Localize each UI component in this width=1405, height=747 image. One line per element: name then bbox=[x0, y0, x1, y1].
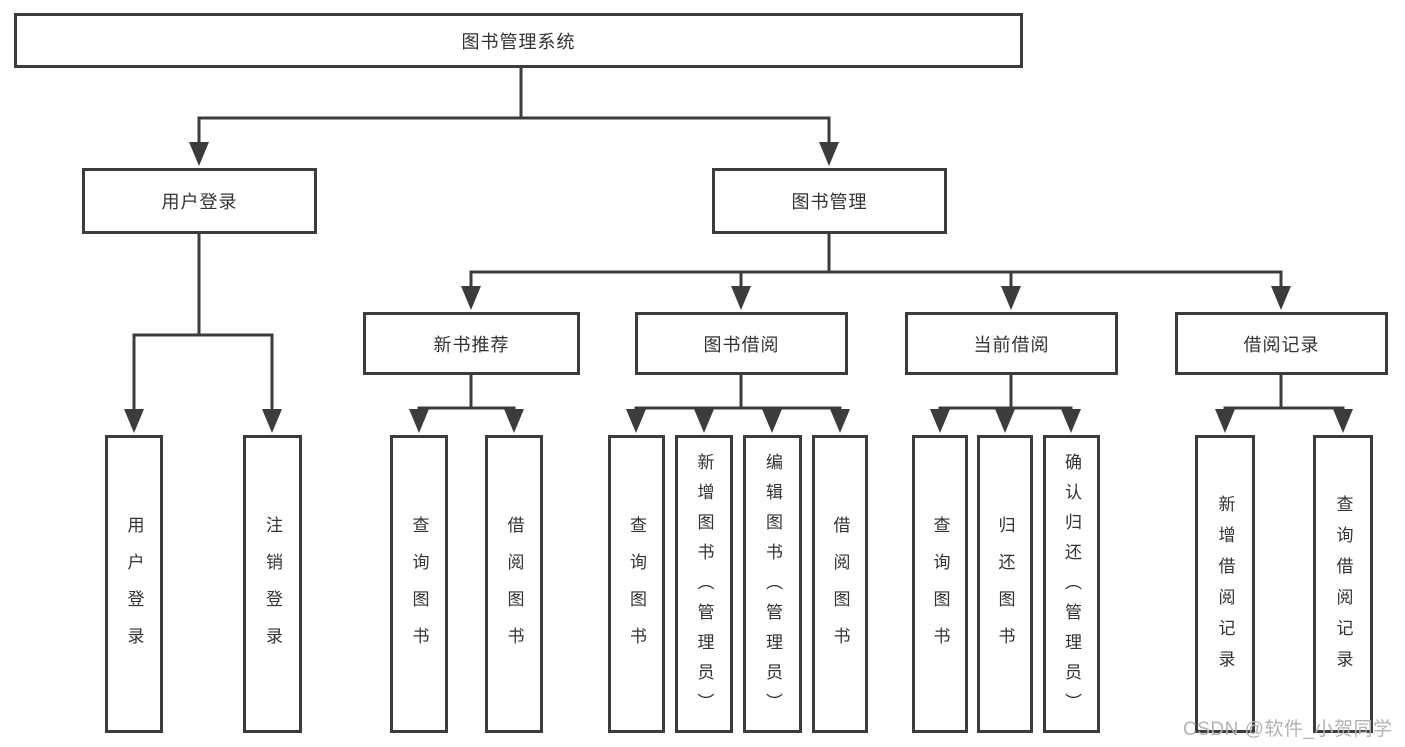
node-label: 借阅图书 bbox=[830, 516, 850, 664]
node-label: 新增图书（管理员） bbox=[694, 452, 714, 723]
leaf-borrow-books-recommend: 借阅图书 bbox=[485, 435, 543, 733]
node-user-login: 用户登录 bbox=[82, 168, 317, 234]
node-label: 图书管理 bbox=[791, 192, 868, 212]
node-label: 确认归还（管理员） bbox=[1062, 452, 1081, 723]
leaf-query-books-current: 查询图书 bbox=[912, 435, 968, 733]
node-borrow-records: 借阅记录 bbox=[1175, 312, 1388, 375]
node-label: 用户登录 bbox=[161, 192, 238, 212]
leaf-query-books-recommend: 查询图书 bbox=[390, 435, 448, 733]
node-label: 查询图书 bbox=[409, 516, 429, 664]
leaf-edit-books-admin: 编辑图书（管理员） bbox=[743, 435, 802, 733]
leaf-confirm-return-admin: 确认归还（管理员） bbox=[1043, 435, 1100, 733]
leaf-add-borrow-record: 新增借阅记录 bbox=[1195, 435, 1255, 733]
node-label: 查询图书 bbox=[930, 516, 950, 664]
node-label: 新增借阅记录 bbox=[1215, 495, 1235, 681]
node-label: 借阅记录 bbox=[1243, 334, 1320, 355]
node-label: 用户登录 bbox=[124, 516, 144, 664]
leaf-user-login: 用户登录 bbox=[105, 435, 163, 733]
node-label: 编辑图书（管理员） bbox=[763, 452, 782, 723]
node-new-book-recommend: 新书推荐 bbox=[363, 312, 580, 375]
node-label: 借阅图书 bbox=[504, 516, 524, 664]
node-label: 查询借阅记录 bbox=[1333, 495, 1353, 681]
watermark: CSDN @软件_小贺同学 bbox=[1183, 719, 1393, 740]
leaf-query-books-borrow: 查询图书 bbox=[608, 435, 665, 733]
node-label: 归还图书 bbox=[995, 516, 1015, 664]
node-root-system: 图书管理系统 bbox=[14, 13, 1023, 68]
node-label: 图书借阅 bbox=[703, 334, 780, 355]
node-label: 图书管理系统 bbox=[461, 31, 576, 52]
leaf-return-books: 归还图书 bbox=[977, 435, 1033, 733]
node-label: 新书推荐 bbox=[433, 334, 510, 355]
node-label: 查询图书 bbox=[627, 516, 646, 664]
node-book-borrow: 图书借阅 bbox=[635, 312, 848, 375]
node-book-management: 图书管理 bbox=[712, 168, 947, 234]
leaf-query-borrow-record: 查询借阅记录 bbox=[1313, 435, 1373, 733]
node-current-borrow: 当前借阅 bbox=[905, 312, 1118, 375]
leaf-logout: 注销登录 bbox=[243, 435, 302, 733]
node-label: 注销登录 bbox=[263, 516, 282, 664]
leaf-add-books-admin: 新增图书（管理员） bbox=[675, 435, 733, 733]
node-label: 当前借阅 bbox=[973, 334, 1050, 355]
leaf-borrow-books: 借阅图书 bbox=[812, 435, 868, 733]
